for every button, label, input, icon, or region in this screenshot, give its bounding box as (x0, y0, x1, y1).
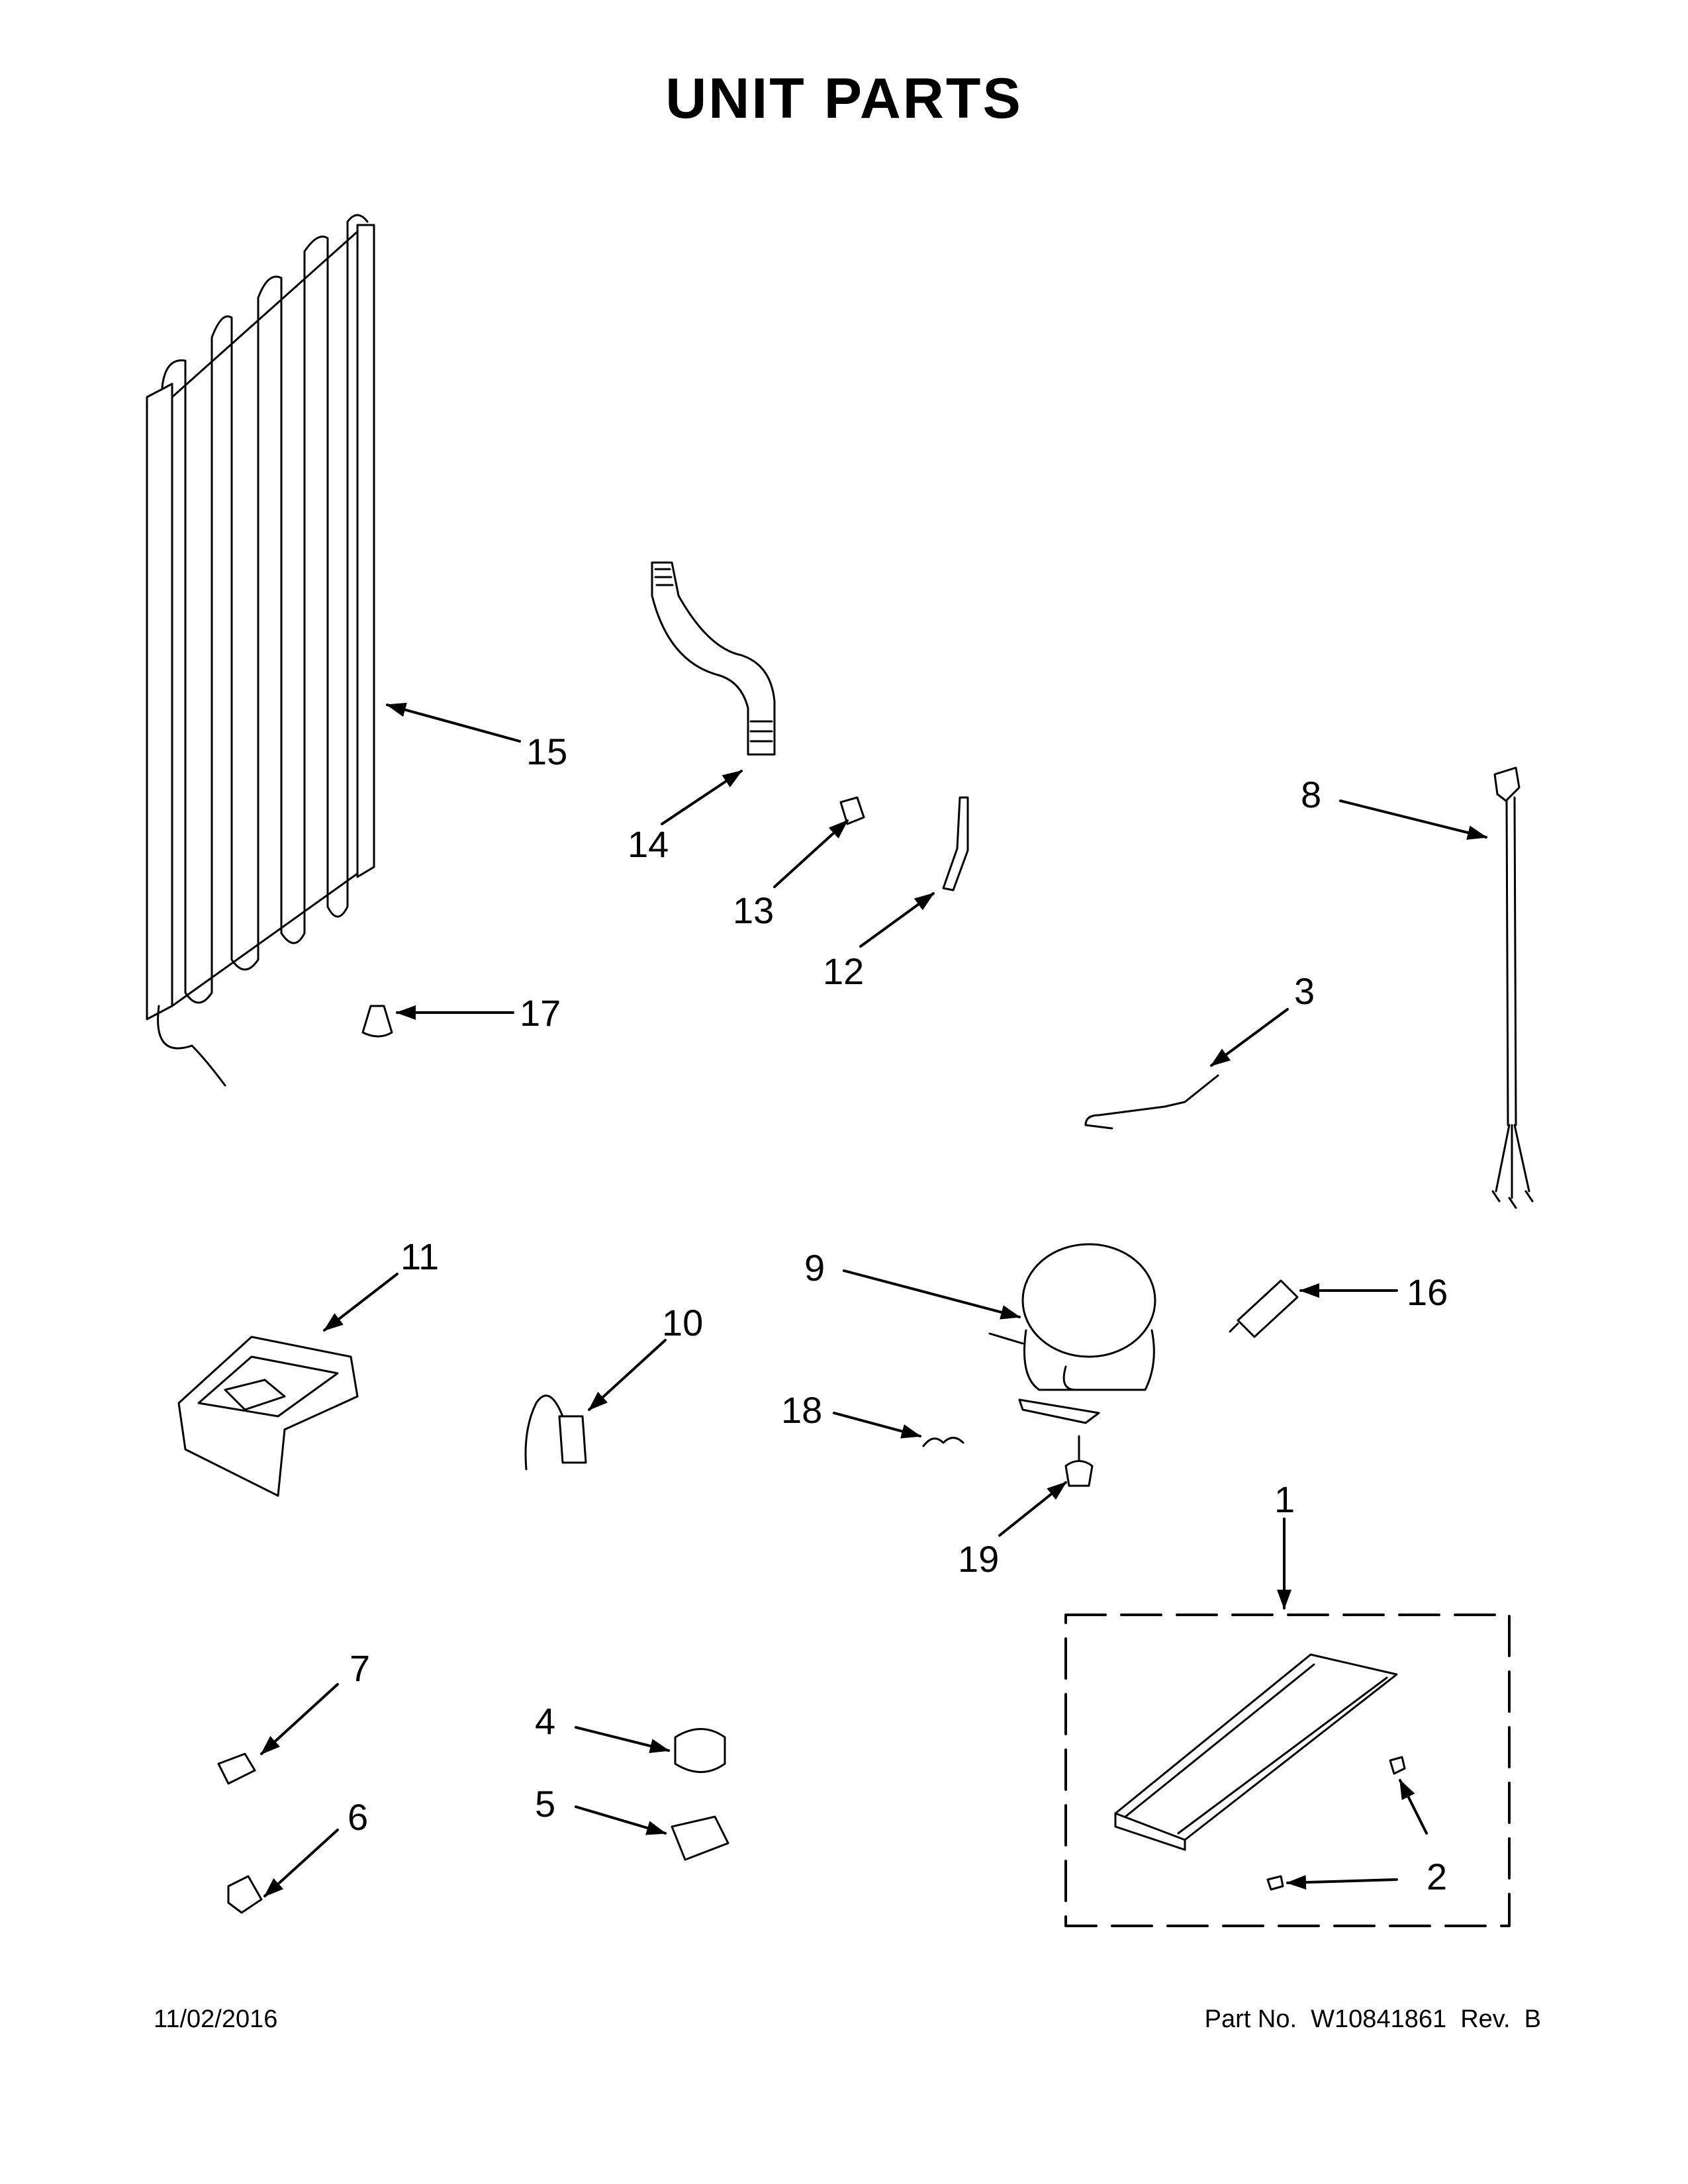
callout-19: 19 (958, 1538, 999, 1580)
compressor-grommet-part (1064, 1460, 1094, 1487)
callout-18: 18 (781, 1389, 822, 1431)
relay-cover-part-5 (671, 1815, 729, 1861)
screw-part-upper (1389, 1756, 1406, 1775)
callout-5: 5 (535, 1783, 555, 1825)
hose-fitting-part (839, 796, 865, 825)
callout-7: 7 (350, 1647, 370, 1689)
callout-16: 16 (1407, 1271, 1448, 1313)
callout-13: 13 (733, 889, 774, 931)
base-assembly-box (1064, 1614, 1511, 1927)
callout-8: 8 (1301, 774, 1321, 815)
callout-3: 3 (1294, 970, 1315, 1012)
callout-4: 4 (535, 1700, 555, 1742)
callout-10: 10 (662, 1302, 703, 1343)
condenser-coil-part (146, 214, 375, 1087)
footer-part-number: Part No. W10841861 Rev. B (1204, 2005, 1541, 2033)
callout-1: 1 (1274, 1479, 1295, 1520)
filter-drier-part (1229, 1279, 1299, 1338)
compressor-clip-part (922, 1437, 964, 1447)
power-cord-part (1491, 766, 1534, 1209)
overload-part-4 (674, 1728, 726, 1773)
callout-14: 14 (628, 823, 669, 865)
footer-date: 11/02/2016 (154, 2005, 278, 2033)
callout-9: 9 (804, 1247, 825, 1289)
callout-11: 11 (400, 1236, 439, 1277)
mounting-rail-part (1114, 1653, 1398, 1851)
callout-2: 2 (1427, 1856, 1447, 1897)
drain-hose-part (651, 561, 776, 756)
relay-part-6 (227, 1875, 263, 1914)
callout-6: 6 (348, 1796, 368, 1838)
compressor-part (988, 1243, 1156, 1461)
callout-12: 12 (823, 950, 864, 992)
wire-harness-part (1084, 1074, 1219, 1126)
capacitor-part (524, 1394, 587, 1471)
callout-15: 15 (526, 731, 567, 772)
drain-tube-part (942, 796, 969, 891)
drain-pan-part (177, 1336, 359, 1497)
callout-17: 17 (520, 992, 561, 1034)
grommet-part (361, 1005, 393, 1038)
relay-cover-part-7 (217, 1752, 256, 1785)
screw-part-lower (1266, 1875, 1284, 1891)
page-title: UNIT PARTS (665, 67, 1023, 130)
